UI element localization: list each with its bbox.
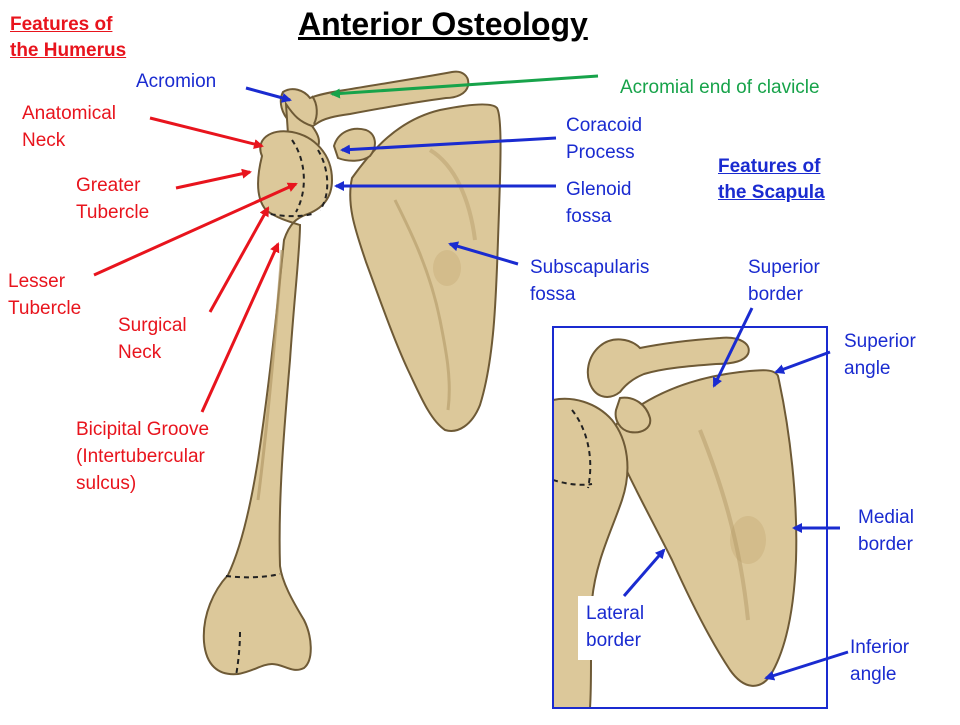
page-title: Anterior Osteology: [298, 6, 588, 42]
label-acromion: Acromion: [136, 71, 217, 92]
humerus-bone: [202, 130, 334, 677]
label-surgical-neck: Surgical Neck: [118, 315, 187, 363]
label-lesser-tubercle: Lesser Tubercle: [8, 271, 82, 319]
label-glenoid: Glenoid fossa: [566, 179, 632, 227]
inset-frame: [552, 326, 828, 709]
label-arrows: [93, 74, 849, 681]
label-lateral-border: Lateral border: [586, 603, 645, 651]
arrow-surgical-neck: [208, 206, 270, 313]
arrow-coracoid: [340, 136, 557, 155]
arrow-lateral-border: [622, 548, 666, 597]
arrow-subscapularis: [448, 241, 519, 266]
arrow-inferior-angle: [764, 650, 849, 681]
arrow-lesser-tubercle: [93, 182, 298, 277]
label-bicipital-groove: Bicipital Groove (Intertubercular sulcus…: [76, 419, 210, 494]
arrow-acromion: [245, 86, 292, 103]
scapula-header: Features of the Scapula: [718, 156, 825, 203]
arrow-greater-tubercle: [175, 168, 252, 190]
arrow-bicipital: [200, 242, 280, 413]
label-subscapularis: Subscapularis fossa: [530, 257, 650, 305]
arrow-anatomical-neck: [149, 116, 264, 149]
arrow-superior-angle: [774, 350, 831, 374]
label-coracoid: Coracoid Process: [566, 115, 643, 163]
label-greater-tubercle: Greater Tubercle: [76, 175, 150, 223]
label-medial-border: Medial border: [858, 507, 914, 555]
coracoid-bone: [332, 127, 376, 162]
label-superior-angle: Superior angle: [844, 331, 916, 379]
label-acromial-end: Acromial end of clavicle: [620, 77, 820, 98]
arrow-superior-border: [712, 307, 754, 388]
humerus-header: Features of the Humerus: [10, 14, 127, 61]
label-superior-border: Superior border: [748, 257, 820, 305]
label-inferior-angle: Inferior angle: [850, 637, 910, 685]
label-anatomical-neck: Anatomical Neck: [22, 103, 116, 151]
inset-illustration: [553, 336, 798, 708]
arrow-acromial-end: [330, 74, 599, 99]
